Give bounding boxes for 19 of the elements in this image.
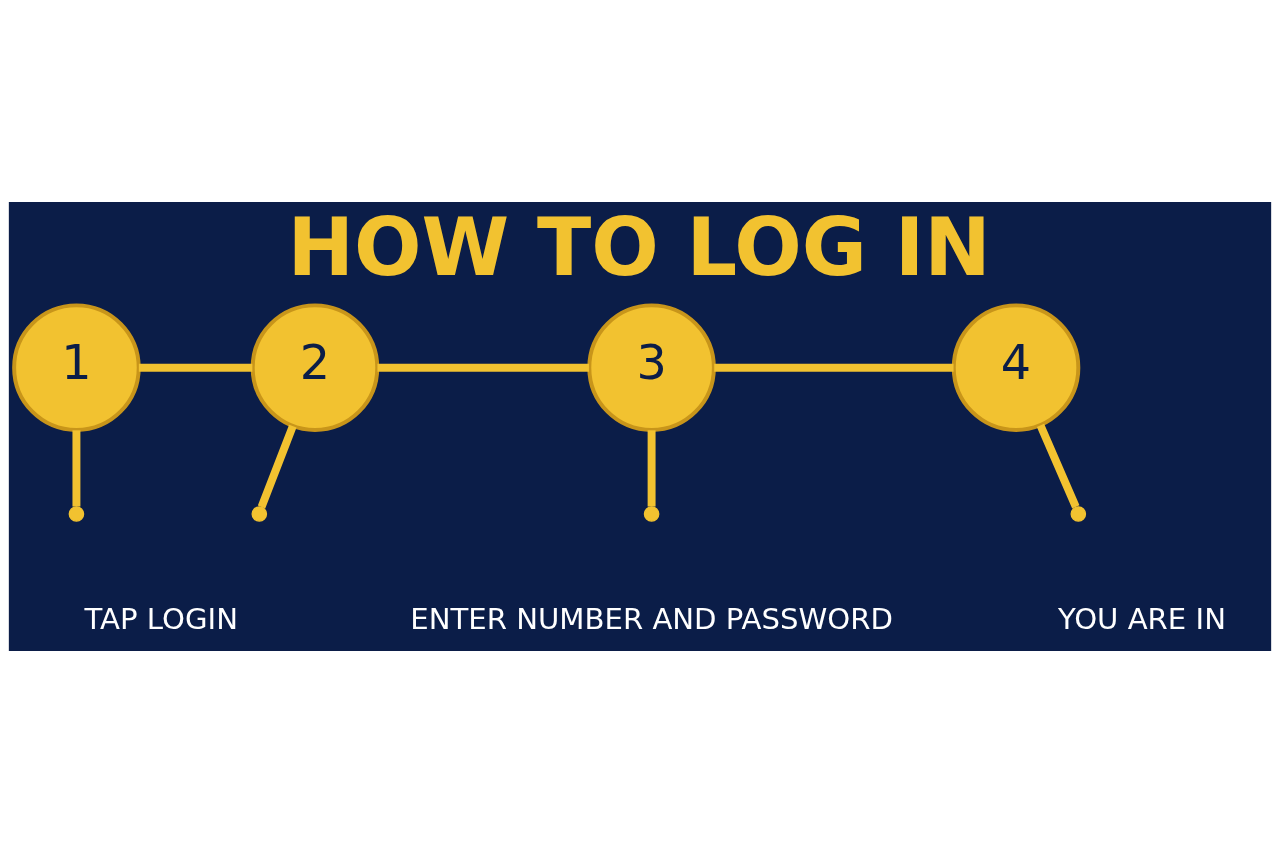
connector bbox=[257, 424, 297, 509]
node-label: YOU ARE IN bbox=[1057, 602, 1226, 637]
node-circle bbox=[68, 506, 85, 522]
connector bbox=[714, 363, 954, 372]
node-circle: 4 bbox=[951, 303, 1081, 432]
connector bbox=[647, 430, 656, 507]
connector bbox=[1036, 423, 1080, 509]
diagram-title: HOW TO LOG IN bbox=[287, 200, 991, 294]
node-label: TAP LOGIN bbox=[84, 602, 238, 637]
connector bbox=[72, 430, 81, 507]
connector bbox=[377, 363, 589, 372]
node-circle bbox=[643, 506, 660, 522]
node-circle: 1 bbox=[12, 303, 141, 432]
node-circle bbox=[1070, 506, 1087, 522]
node-circle: 2 bbox=[250, 303, 380, 432]
connector bbox=[138, 363, 253, 372]
node-circle bbox=[251, 506, 268, 522]
node-circle: 3 bbox=[587, 303, 716, 432]
node-label: ENTER NUMBER AND PASSWORD bbox=[410, 602, 893, 637]
